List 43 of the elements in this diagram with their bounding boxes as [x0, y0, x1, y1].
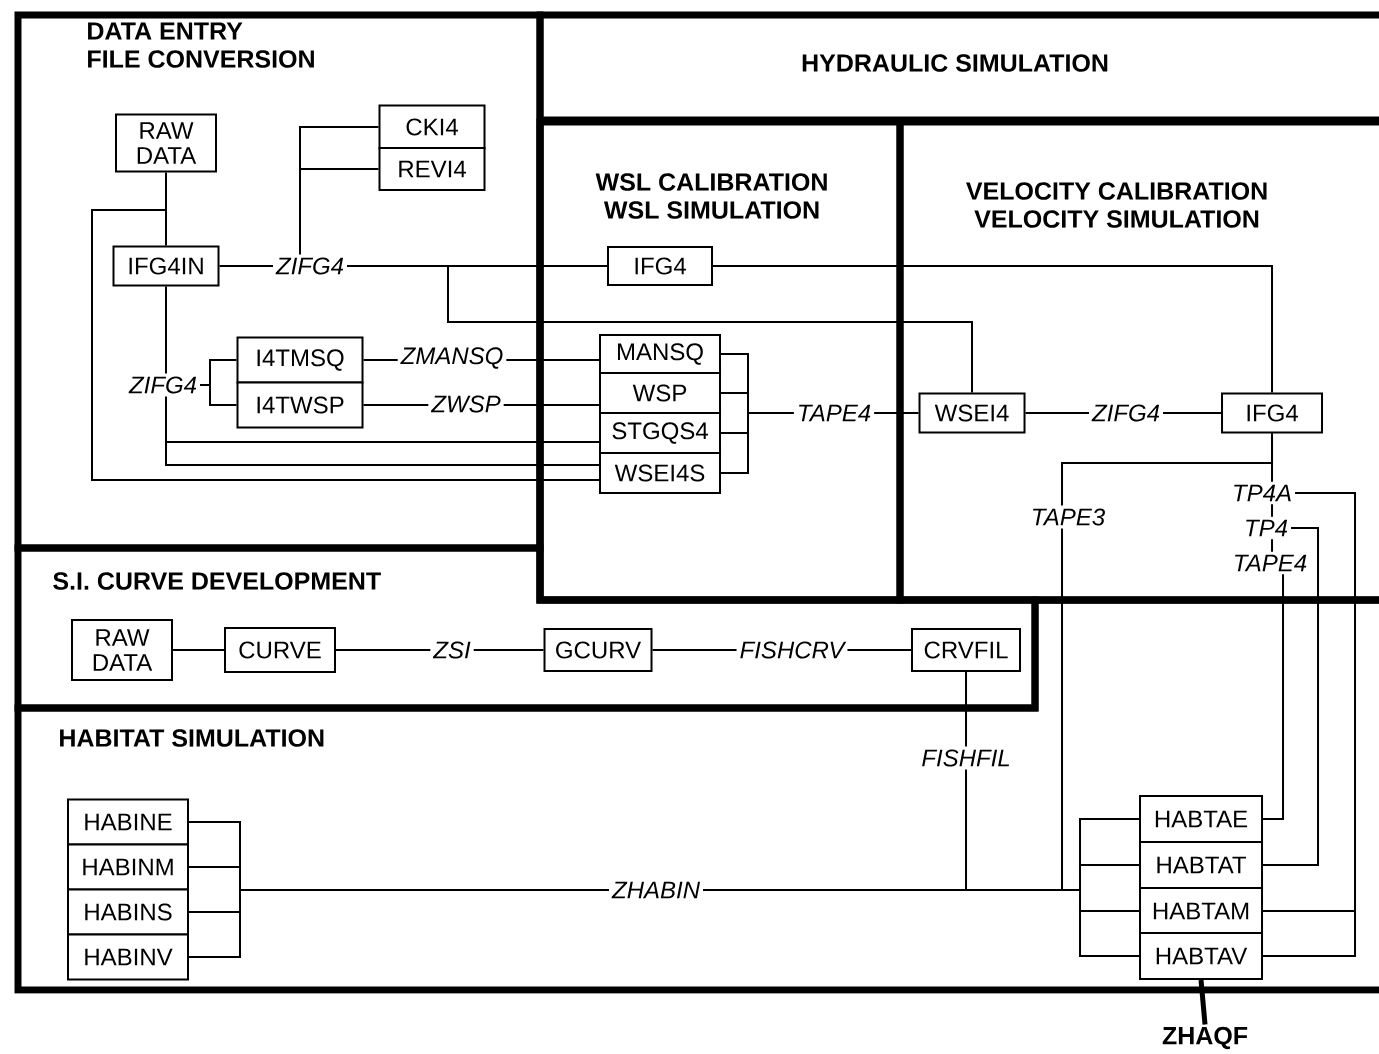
edge-label: TP4: [1241, 516, 1292, 540]
edge-label: ZIFG4: [126, 373, 200, 397]
program-box: HABINM: [67, 843, 189, 891]
program-box: I4TWSP: [236, 381, 364, 429]
edge-label: ZIFG4: [273, 254, 347, 278]
program-box: HABTAE: [1139, 795, 1263, 843]
edge-label: ZWSP: [428, 392, 504, 416]
edge-label: ZIFG4: [1089, 401, 1163, 425]
program-box: WSEI4: [918, 392, 1026, 434]
connector-line: [165, 285, 600, 466]
edge-label: TAPE4: [1229, 551, 1311, 575]
edge-label: TAPE3: [1027, 505, 1109, 529]
edge-label: TP4A: [1229, 481, 1296, 505]
panel-title: S.I. CURVE DEVELOPMENT: [53, 572, 381, 590]
program-box: IFG4: [1221, 392, 1323, 434]
program-box: MANSQ: [599, 334, 721, 374]
program-box: HABINV: [67, 933, 189, 981]
connector-line: [188, 432, 1273, 958]
connector-line: [172, 649, 225, 651]
connector-line: [1198, 979, 1208, 1025]
program-box: RAW DATA: [115, 113, 217, 173]
program-box: HABTAV: [1139, 932, 1263, 980]
edge-label: ZSI: [430, 638, 474, 662]
program-box: HABINS: [67, 888, 189, 936]
program-box: HABTAT: [1139, 841, 1263, 889]
program-box: CKI4: [378, 104, 486, 150]
edge-label: FISHFIL: [918, 746, 1014, 770]
edge-label: ZMANSQ: [397, 344, 507, 372]
program-box: IFG4IN: [112, 245, 220, 287]
program-box: REVI4: [378, 147, 486, 191]
program-box: I4TMSQ: [236, 336, 364, 384]
edge-label: TAPE4: [793, 401, 875, 425]
program-box: HABTAM: [1139, 887, 1263, 935]
connector-line: [91, 171, 600, 481]
program-box: STGQS4: [599, 412, 721, 454]
program-box: WSEI4S: [599, 452, 721, 494]
program-box: HABINE: [67, 798, 189, 846]
connector-line: [712, 265, 1273, 394]
edge-label: FISHCRV: [736, 638, 848, 662]
program-box: WSP: [599, 372, 721, 414]
edge-label: ZHABIN: [609, 878, 703, 902]
program-box: IFG4: [607, 246, 713, 286]
file-label: ZHAQF: [1162, 1026, 1248, 1050]
